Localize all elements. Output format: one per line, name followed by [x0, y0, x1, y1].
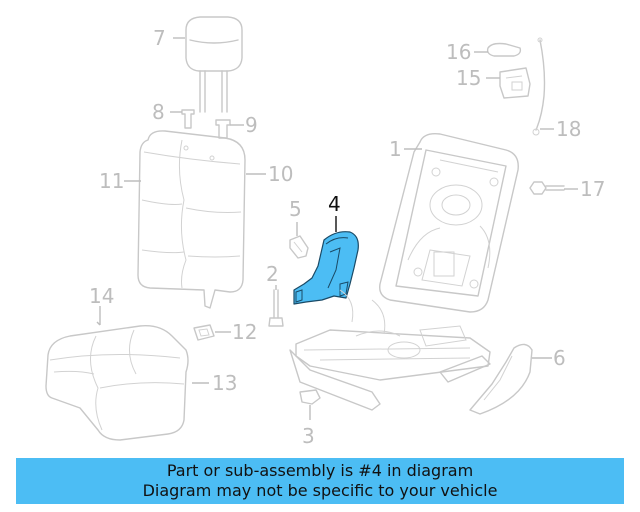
part-11-backrest-cushion[interactable]: [137, 130, 246, 309]
part-13-seat-cushion[interactable]: [45, 325, 189, 441]
part-5-bracket[interactable]: [289, 235, 309, 259]
part-18-cable[interactable]: [532, 37, 546, 136]
part-1-backrest-frame[interactable]: [379, 132, 519, 313]
part-4-highlighted[interactable]: [293, 231, 359, 305]
callout-2: 2: [266, 262, 279, 286]
callout-17: 17: [580, 177, 605, 201]
part-17-bolt[interactable]: [529, 181, 565, 195]
part-9-guide[interactable]: [215, 119, 231, 139]
part-16-release-handle[interactable]: [486, 42, 522, 57]
callout-8: 8: [152, 100, 165, 124]
part-3-clip[interactable]: [299, 389, 321, 405]
part-7-headrest[interactable]: [185, 16, 243, 113]
callout-3: 3: [302, 424, 315, 448]
part-12-clip[interactable]: [193, 324, 215, 341]
info-banner: Part or sub-assembly is #4 in diagram Di…: [16, 458, 624, 504]
part-15-latch[interactable]: [499, 67, 531, 99]
callout-13: 13: [212, 371, 237, 395]
part-2-bolt[interactable]: [268, 289, 284, 327]
callout-12: 12: [232, 320, 257, 344]
part-6-side-cover[interactable]: [469, 343, 533, 415]
callout-9: 9: [245, 113, 258, 137]
callout-11: 11: [99, 169, 124, 193]
callout-15: 15: [456, 66, 481, 90]
callout-1: 1: [389, 137, 402, 161]
callout-16: 16: [446, 40, 471, 64]
callout-7: 7: [153, 26, 166, 50]
callout-10: 10: [268, 162, 293, 186]
part-8-guide[interactable]: [181, 109, 195, 129]
banner-line-1: Part or sub-assembly is #4 in diagram: [166, 461, 474, 480]
banner-line-2: Diagram may not be specific to your vehi…: [142, 481, 498, 500]
callout-6: 6: [553, 346, 566, 370]
callout-4: 4: [328, 192, 341, 216]
seat-base-frame[interactable]: [289, 289, 491, 411]
callout-14: 14: [89, 284, 114, 308]
callout-18: 18: [556, 117, 581, 141]
callout-5: 5: [289, 197, 302, 221]
